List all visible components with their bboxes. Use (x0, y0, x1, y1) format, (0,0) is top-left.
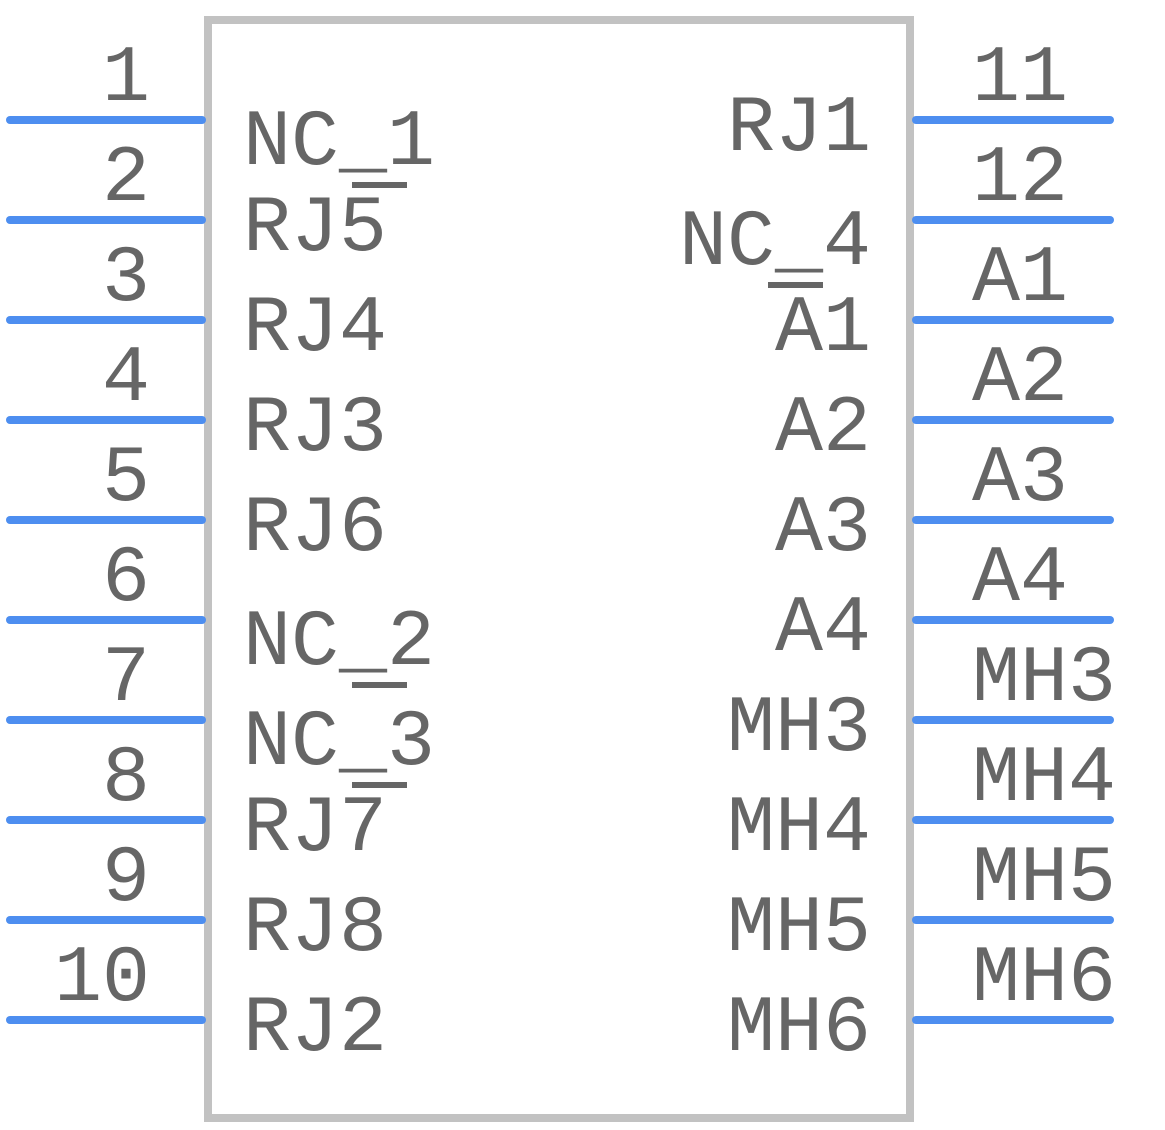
pin-name-label: MH3 (727, 684, 871, 775)
pin-number-label: MH3 (972, 634, 1116, 725)
pin-name-label: RJ5 (243, 184, 387, 275)
pin-name-label: A3 (775, 484, 871, 575)
pin-number-label: 4 (102, 334, 150, 425)
pin-number-label: MH4 (972, 734, 1116, 825)
pin-name-label: NC_2 (243, 598, 435, 689)
pin-name-label: RJ2 (243, 984, 387, 1075)
pin-name-label: RJ8 (243, 884, 387, 975)
pin-number-label: 11 (972, 34, 1068, 125)
pin-name-label: RJ4 (243, 284, 387, 375)
pin-name-label: RJ3 (243, 384, 387, 475)
pin-number-label: 9 (102, 834, 150, 925)
pin-name-label: RJ7 (243, 784, 387, 875)
component-body (204, 16, 914, 1122)
pin-number-label: A3 (972, 434, 1068, 525)
pin-name-label: MH5 (727, 884, 871, 975)
pin-number-label: 2 (102, 134, 150, 225)
pin-number-label: A2 (972, 334, 1068, 425)
pin-number-label: 6 (102, 534, 150, 625)
pin-name-label: A4 (775, 584, 871, 675)
pin-name-label: A2 (775, 384, 871, 475)
pin-number-label: 1 (102, 34, 150, 125)
pin-name-label: RJ6 (243, 484, 387, 575)
pin-number-label: 3 (102, 234, 150, 325)
pin-number-label: A1 (972, 234, 1068, 325)
pin-name-label: NC_1 (243, 98, 435, 189)
pin-number-label: MH6 (972, 934, 1116, 1025)
pin-number-label: 10 (54, 934, 150, 1025)
pin-name-label: NC_4 (679, 198, 871, 289)
pin-number-label: 12 (972, 134, 1068, 225)
pin-name-label: MH6 (727, 984, 871, 1075)
pin-name-label: RJ1 (727, 84, 871, 175)
pin-number-label: 7 (102, 634, 150, 725)
pin-number-label: MH5 (972, 834, 1116, 925)
pin-name-label: NC_3 (243, 698, 435, 789)
pin-number-label: A4 (972, 534, 1068, 625)
pin-number-label: 5 (102, 434, 150, 525)
pin-number-label: 8 (102, 734, 150, 825)
pin-name-label: MH4 (727, 784, 871, 875)
pin-name-label: A1 (775, 284, 871, 375)
